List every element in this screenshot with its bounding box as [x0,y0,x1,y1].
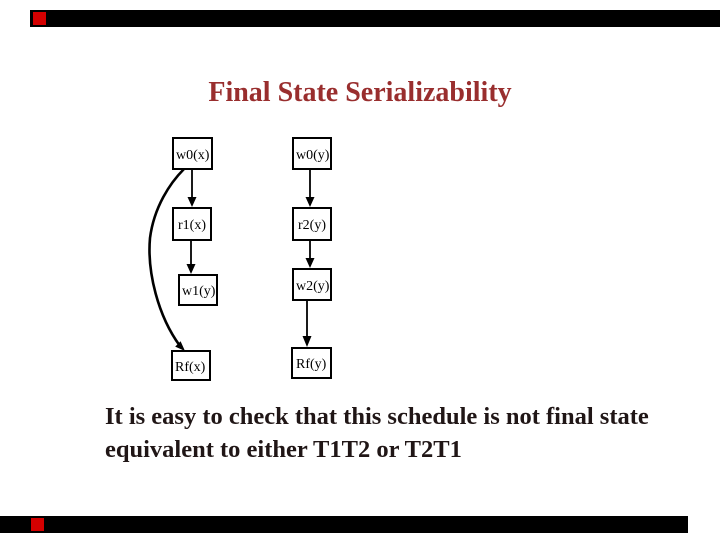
node-label-w1y: w1(y) [182,284,216,299]
node-box-w2y [292,268,332,301]
node-label-r2y: r2(y) [298,218,326,233]
node-w1y: w1(y) [178,274,218,306]
curved-arrow-w0x-rfx [148,168,185,351]
arrow-w0x-r1x [187,169,197,207]
node-box-r2y [292,207,332,241]
node-label-w0y: w0(y) [296,148,330,163]
node-w2y: w2(y) [292,268,332,301]
node-w0y: w0(y) [292,137,332,170]
top-red-accent-square [33,12,46,25]
node-box-w1y [178,274,218,306]
node-box-r1x [172,207,212,241]
node-w0x: w0(x) [172,137,213,170]
node-label-w2y: w2(y) [296,279,330,294]
node-label-rfy: Rf(y) [296,357,327,372]
arrow-r2y-w2y [305,240,315,268]
node-rfx: Rf(x) [171,350,211,381]
bottom-template-bar [0,516,688,533]
arrow-w2y-rfy [302,300,312,347]
node-label-w0x: w0(x) [176,148,210,163]
page-title: Final State Serializability [208,77,512,108]
node-box-rfy [291,347,332,379]
body-text-line2: equivalent to either T1T2 or T2T1 [105,436,462,463]
body-text: It is easy to check that this schedule i… [105,400,685,466]
node-rfy: Rf(y) [291,347,332,379]
node-r1x: r1(x) [172,207,212,241]
top-template-bar [30,10,720,27]
arrow-r1x-w1y [186,240,196,274]
node-label-r1x: r1(x) [178,218,206,233]
arrow-w0y-r2y [305,169,315,207]
node-box-w0y [292,137,332,170]
node-label-rfx: Rf(x) [175,360,206,375]
bottom-red-accent-square [31,518,44,531]
node-box-rfx [171,350,211,381]
node-r2y: r2(y) [292,207,332,241]
body-text-line1: It is easy to check that this schedule i… [105,403,649,430]
